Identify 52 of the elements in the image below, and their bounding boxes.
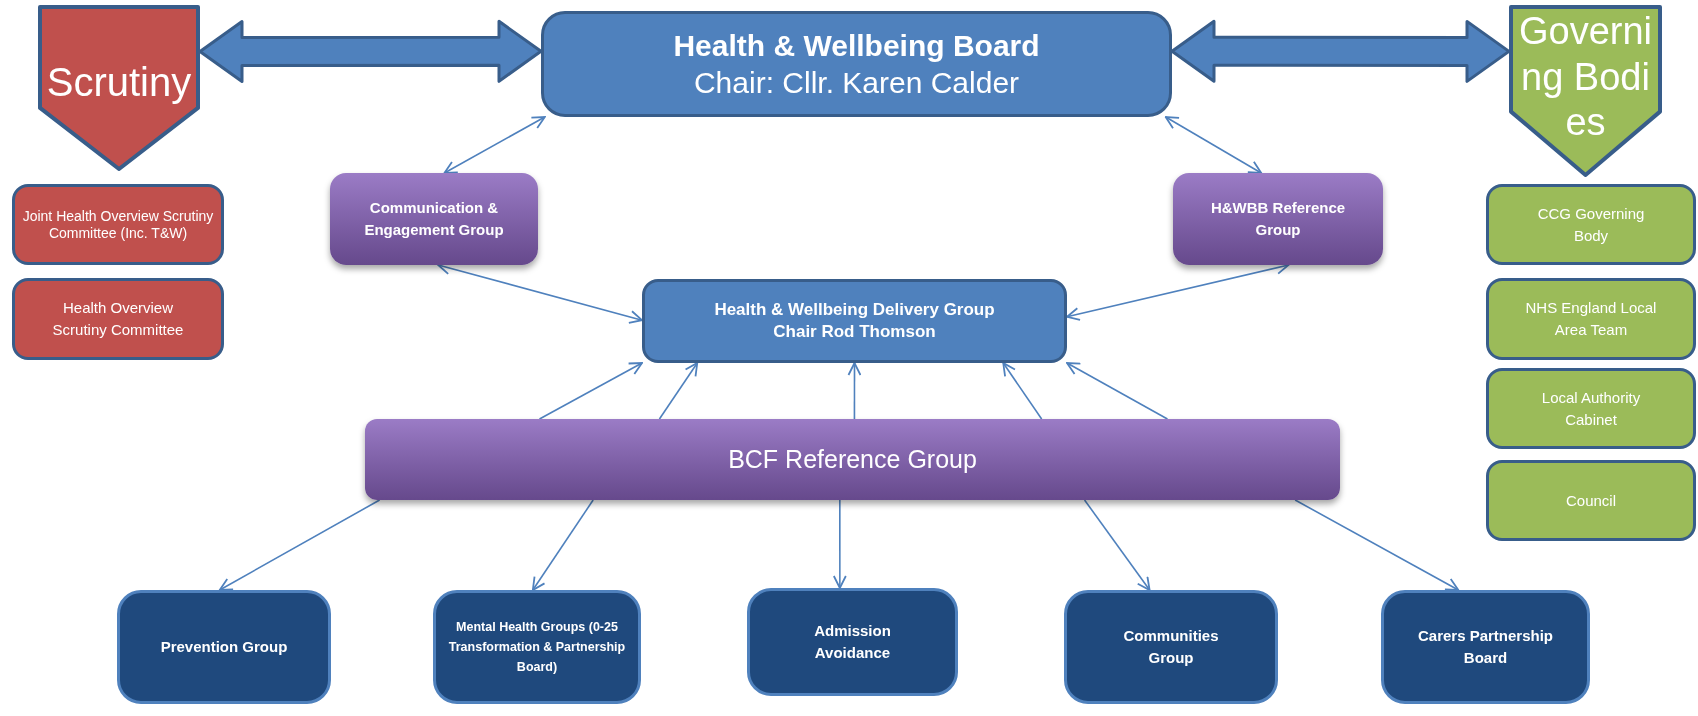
group-title: Carers Partnership Board — [1416, 626, 1555, 668]
group-title: Governing Bodies — [1517, 9, 1654, 146]
group-title: Council — [1566, 490, 1616, 511]
group-title: Communities Group — [1122, 626, 1220, 668]
group-box — [1486, 460, 1696, 541]
block-arrow — [1170, 19, 1511, 83]
group-box — [1486, 184, 1696, 265]
group-title: Communication & Engagement Group — [363, 198, 505, 240]
group-box — [541, 11, 1172, 117]
group-box — [642, 279, 1067, 363]
group-title: Local Authority Cabinet — [1540, 387, 1642, 430]
group-box — [1064, 590, 1278, 704]
connector-arrow — [832, 499, 847, 589]
block-arrow — [198, 19, 543, 83]
connector-arrow — [847, 362, 862, 420]
group-box — [330, 173, 538, 265]
connector-arrow — [658, 362, 699, 420]
group-title: Health Overview Scrutiny Committee — [51, 298, 185, 340]
group-box — [433, 590, 641, 704]
group-title: Joint Health Overview Scrutiny Committee (Inc. T&W) — [21, 207, 215, 242]
group-title: NHS England Local Area Team — [1524, 298, 1658, 340]
group-box — [365, 419, 1340, 500]
group-title: Health & Wellbeing Delivery Group — [713, 299, 996, 321]
group-title: Prevention Group — [160, 637, 288, 657]
chair-name: Chair: Cllr. Karen Calder — [693, 65, 1020, 101]
connector-arrow — [1002, 362, 1043, 420]
group-title: Scrutiny — [46, 59, 192, 106]
connector-arrow — [1066, 362, 1169, 420]
group-title: BCF Reference Group — [728, 443, 977, 475]
group-box — [747, 588, 958, 696]
chair-name: Chair Rod Thomson — [773, 321, 936, 343]
group-box — [1173, 173, 1383, 265]
group-box — [1486, 278, 1696, 360]
group-title: CCG Governing Body — [1536, 203, 1646, 246]
pentagon-banner — [1509, 5, 1662, 177]
group-title: H&WBB Reference Group — [1209, 198, 1347, 240]
group-title: Mental Health Groups (0-25 Transformation & Partnership Board) — [447, 619, 627, 676]
connector-arrow — [218, 499, 381, 591]
connector-arrow — [1164, 116, 1263, 174]
group-box — [1486, 368, 1696, 449]
group-box — [1381, 590, 1590, 704]
group-title: Admission Avoidance — [813, 621, 892, 663]
group-box — [12, 184, 224, 265]
group-box — [12, 278, 224, 360]
pentagon-banner — [38, 5, 200, 171]
connector-arrow — [531, 499, 594, 591]
connector-arrow — [1083, 499, 1151, 591]
connector-arrow — [1294, 499, 1460, 591]
group-box — [117, 590, 331, 704]
connector-arrow — [538, 362, 643, 420]
group-title: Health & Wellbeing Board — [673, 27, 1040, 64]
connector-arrow — [443, 116, 546, 174]
